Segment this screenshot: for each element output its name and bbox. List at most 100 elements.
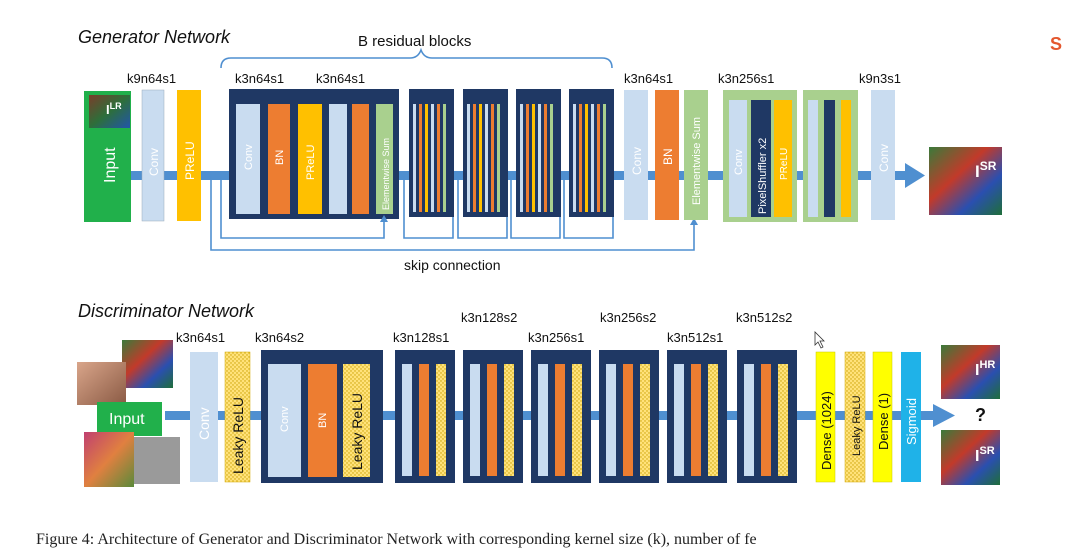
upsample-2-shuffler [824,100,835,217]
question-mark: ? [975,405,986,425]
d-block-5 [599,350,659,483]
res-bn-1 [268,104,290,214]
res-conv-2 [329,104,347,214]
label-k3n64s1-first: k3n64s1 [235,71,284,86]
generator-conv-final [871,90,895,220]
d-block-7 [737,350,797,483]
res-sum [376,104,393,214]
d-dense-1 [872,351,893,483]
residual-block-3 [463,89,508,217]
res-conv-1-label: Conv [243,144,255,170]
generator-conv-1-label: Conv [147,148,161,176]
generator-conv-2-label: Conv [630,147,644,175]
label-k3n64s1-third: k3n64s1 [624,71,673,86]
discriminator-input-block [97,402,162,436]
d-sigmoid-label: Sigmoid [904,398,919,445]
d-block-4 [531,350,591,483]
upsample-2-conv [808,100,818,217]
d-block-1-conv-label: Conv [279,406,291,432]
d-block-6 [667,350,727,483]
generator-input-label: Input [102,147,119,183]
figure-caption: Figure 4: Architecture of Generator and … [36,531,757,548]
upsample-prelu [774,100,792,217]
label-d-k3n256s1: k3n256s1 [528,330,584,345]
residual-bracket [220,47,613,69]
d-block-3 [463,350,523,483]
res-bn-1-label: BN [274,150,286,165]
upsample-conv-label: Conv [733,149,745,175]
generator-sum-label: Elementwise Sum [691,117,703,205]
residual-block-2 [409,89,454,217]
generator-prelu-1 [177,90,201,221]
lr-input-image [89,95,130,128]
skip-arrow-head-1 [380,215,388,222]
d-leaky-relu-1-label: Leaky ReLU [230,397,246,474]
upsample-2-prelu [841,100,851,217]
label-k3n64s1-second: k3n64s1 [316,71,365,86]
label-d-k3n64s2: k3n64s2 [255,330,304,345]
discriminator-arrow-head [933,404,955,427]
pixelshuffler-label: PixelShuffler x2 [757,138,769,214]
res-conv-1 [236,104,260,214]
sr-output-label: ISR [975,159,997,181]
label-d-k3n128s1: k3n128s1 [393,330,449,345]
hr-image-label: IHR [975,359,995,379]
res-prelu-label: PReLU [305,144,317,180]
upsample-conv [729,100,747,217]
d-block-2 [395,350,455,483]
label-d-k3n512s1: k3n512s1 [667,330,723,345]
label-k9n3s1: k9n3s1 [859,71,901,86]
res-sum-label: Elementwise Sum [381,138,391,210]
discriminator-input-image-3 [84,432,134,487]
d-conv-1-label: Conv [196,407,212,440]
d-dense-1024 [815,351,836,483]
d-leaky-relu-1 [224,351,251,483]
label-d-k3n64s1: k3n64s1 [176,330,225,345]
mouse-cursor-icon [814,331,825,349]
d-leaky-relu-2 [844,351,866,483]
skip-connections [210,176,695,251]
generator-title: Generator Network [78,27,231,47]
hr-image [941,345,1000,399]
generator-conv-2 [624,90,648,220]
d-block-1-conv [268,364,301,477]
label-d-k3n128s2: k3n128s2 [461,310,517,325]
sr-image-disc-label: ISR [975,445,995,465]
upsample-prelu-label: PReLU [779,148,790,180]
d-sigmoid [901,352,921,482]
d-conv-1 [190,352,218,482]
residual-block-5 [569,89,614,217]
generator-conv-1 [141,89,165,222]
sr-image-disc [941,430,1000,485]
generator-sum [684,90,708,220]
generator-conv-final-label: Conv [877,144,891,172]
d-dense-1-label: Dense (1) [876,393,891,450]
generator-arrow-head [905,163,925,188]
app-logo-icon: S [1050,34,1063,54]
generator-bn [655,90,679,220]
d-block-1-bn [308,364,337,477]
res-prelu [298,104,322,214]
residual-block-4 [516,89,561,217]
skip-arrow-head-2 [690,218,698,225]
d-leaky-relu-2-label: Leaky ReLU [851,395,863,456]
discriminator-input-label: Input [109,411,145,428]
label-k9n64s1: k9n64s1 [127,71,176,86]
sr-output-image [929,147,1002,215]
residual-blocks-label: B residual blocks [358,33,471,50]
generator-bn-label: BN [661,148,675,165]
generator-prelu-1-label: PReLU [183,141,197,180]
res-bn-2 [352,104,369,214]
skip-connection-label: skip connection [404,257,501,273]
discriminator-title: Discriminator Network [78,301,255,321]
d-block-1-bn-label: BN [317,413,329,428]
d-block-1-leaky-label: Leaky ReLU [349,393,365,470]
label-k3n256s1: k3n256s1 [718,71,774,86]
lr-image-label: ILR [106,101,122,117]
label-d-k3n256s2: k3n256s2 [600,310,656,325]
discriminator-input-image-1 [122,340,173,388]
label-d-k3n512s2: k3n512s2 [736,310,792,325]
discriminator-input-image-2 [77,362,126,405]
